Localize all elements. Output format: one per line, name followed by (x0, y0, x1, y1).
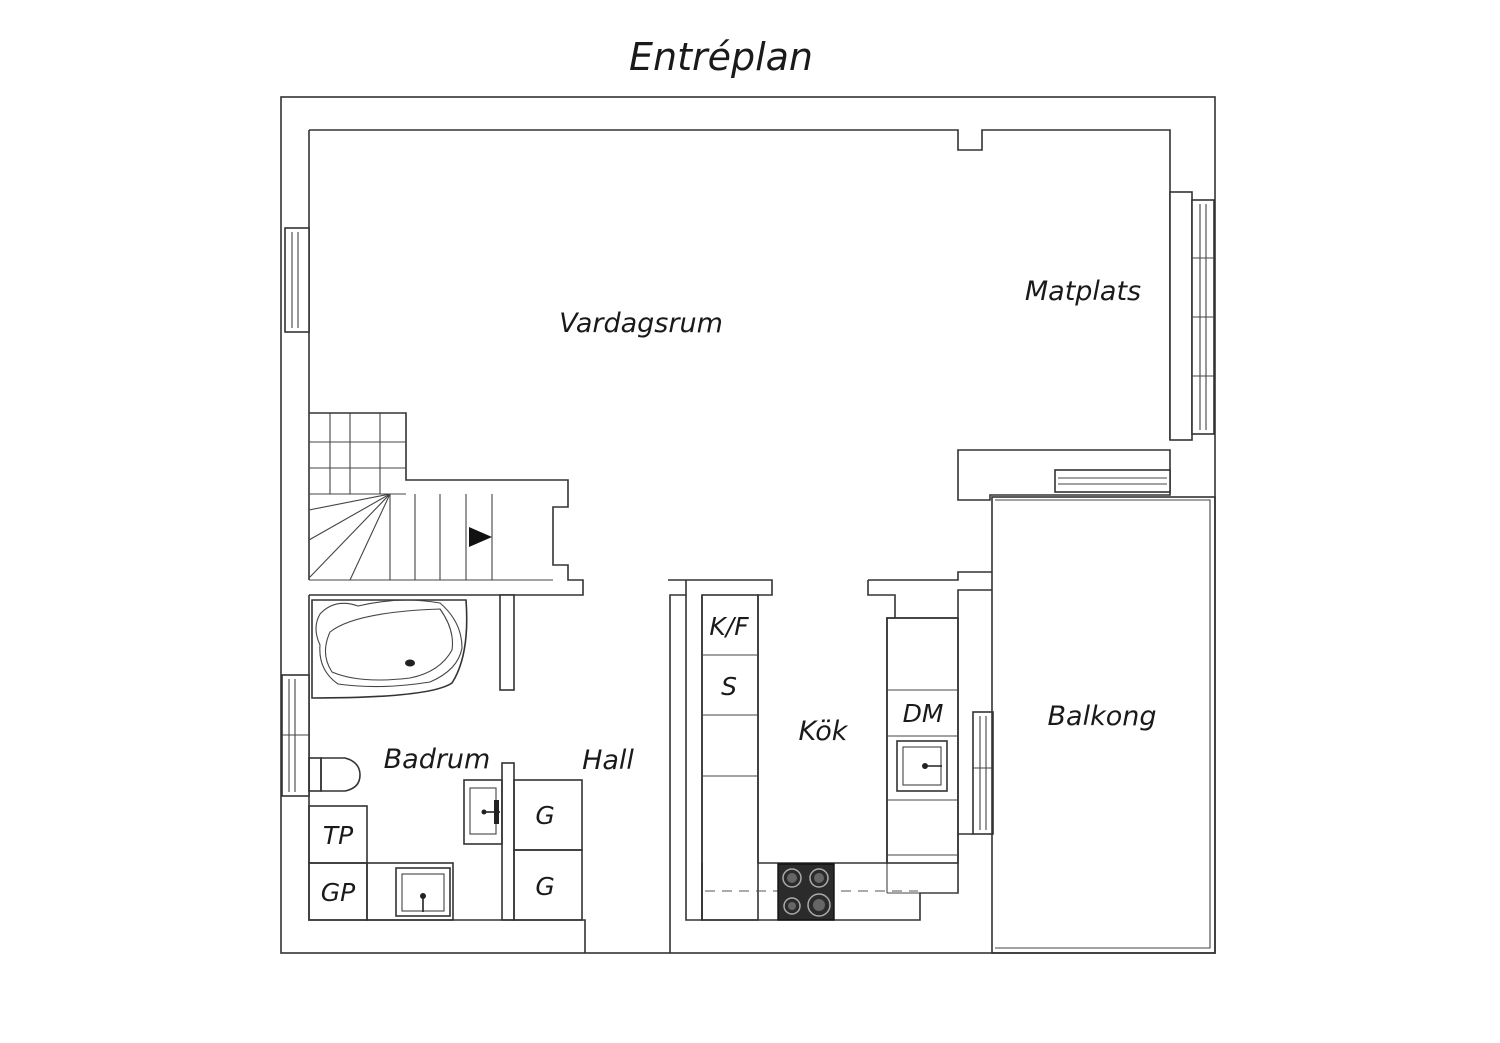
window-left-upper (284, 227, 310, 333)
plan-title: Entréplan (629, 35, 813, 79)
bathroom-sink-wall-icon (463, 779, 503, 845)
staircase (308, 412, 584, 596)
storage-label: S (721, 672, 737, 701)
room-label-kitchen: Kök (799, 716, 849, 747)
bathroom-walls (499, 594, 515, 921)
room-label-bathroom: Badrum (384, 744, 491, 775)
entrance-walls (500, 580, 687, 953)
stair-arrow-icon (469, 527, 492, 547)
kitchen-sink-icon (896, 740, 948, 792)
balcony-door (957, 449, 1171, 501)
toilet-icon (308, 757, 361, 792)
fridge-freezer-label: K/F (709, 612, 749, 641)
wardrobe-1-label: G (535, 801, 554, 830)
kitchen-bottom-counter (701, 834, 959, 921)
kitchen-left-counter: K/F S (701, 594, 759, 921)
room-label-dining: Matplats (1025, 276, 1141, 307)
laundry-units: TP GP (308, 805, 368, 921)
window-left-lower (281, 674, 310, 797)
room-label-hall: Hall (582, 745, 634, 776)
wardrobes: G G (513, 779, 583, 921)
stove-icon (777, 863, 835, 921)
outer-walls (280, 96, 1216, 954)
balcony-area (991, 496, 1216, 954)
window-kitchen (972, 711, 994, 835)
corner-bathtub-icon (311, 599, 468, 699)
washer-label: GP (321, 878, 356, 907)
window-right-dining (1169, 191, 1215, 441)
dryer-label: TP (323, 821, 354, 850)
room-label-balcony: Balkong (1048, 701, 1157, 732)
kitchen-right-counter: DM (886, 617, 959, 864)
vanity-sink-icon (366, 862, 454, 921)
wardrobe-2-label: G (535, 872, 554, 901)
room-label-living: Vardagsrum (559, 308, 723, 339)
dishwasher-label: DM (903, 699, 944, 728)
